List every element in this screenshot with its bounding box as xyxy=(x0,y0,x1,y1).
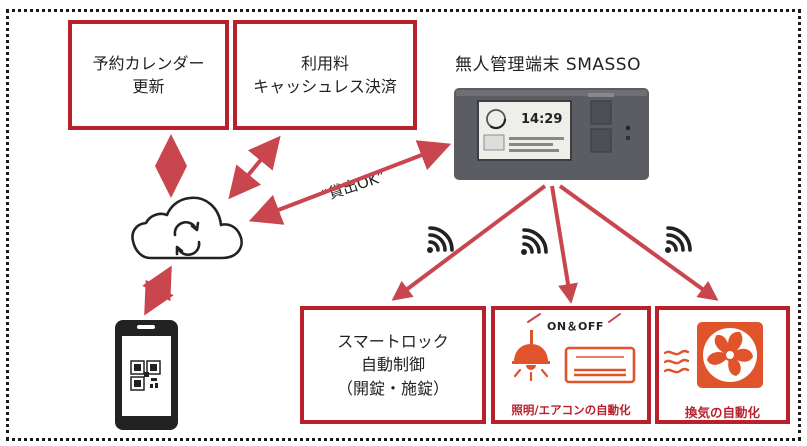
cashless-payment-label: 利用料 キャッシュレス決済 xyxy=(253,53,397,96)
wifi-icons xyxy=(427,226,692,255)
arrow-cloud-phone xyxy=(142,265,174,316)
reservation-calendar-label: 予約カレンダー 更新 xyxy=(92,53,205,96)
wifi-icon xyxy=(665,226,692,253)
wifi-icon xyxy=(521,228,548,255)
smasso-device-image: 14:29 xyxy=(454,88,649,180)
arrow-cloud-device xyxy=(248,140,452,225)
air-conditioner-icon xyxy=(564,346,636,384)
lighting-ac-caption: 照明/エアコンの自動化 xyxy=(511,403,631,417)
lighting-ac-illustration xyxy=(512,313,636,384)
arrow-device-smartlock xyxy=(391,184,547,301)
arrow-device-lighting xyxy=(550,185,578,304)
system-diagram-frame xyxy=(6,9,801,441)
on-off-label: ON＆OFF xyxy=(547,320,604,333)
device-screen-time: 14:29 xyxy=(521,112,562,127)
on-off-left-slash xyxy=(527,313,541,323)
device-label: 無人管理端末 SMASSO xyxy=(455,55,641,75)
on-off-right-slash xyxy=(608,313,621,323)
wifi-icon xyxy=(427,226,454,253)
smart-lock-box: スマートロック 自動制御 （開錠・施錠） xyxy=(300,306,486,424)
arrow-device-ventilation xyxy=(558,184,719,301)
smart-lock-label: スマートロック 自動制御 （開錠・施錠） xyxy=(336,332,449,398)
reservation-calendar-box: 予約カレンダー 更新 xyxy=(68,20,229,130)
ventilation-caption: 換気の自動化 xyxy=(684,405,760,420)
cashless-payment-box: 利用料 キャッシュレス決済 xyxy=(233,20,417,130)
arrow-payment-cloud xyxy=(228,135,281,200)
air-flow-lines xyxy=(663,349,690,374)
lighting-ac-box xyxy=(491,306,651,424)
smartphone-qr-icon xyxy=(115,320,178,430)
cloud-sync-icon xyxy=(131,196,243,260)
pendant-lamp-icon xyxy=(512,330,550,382)
ventilation-fan-icon xyxy=(663,322,763,388)
